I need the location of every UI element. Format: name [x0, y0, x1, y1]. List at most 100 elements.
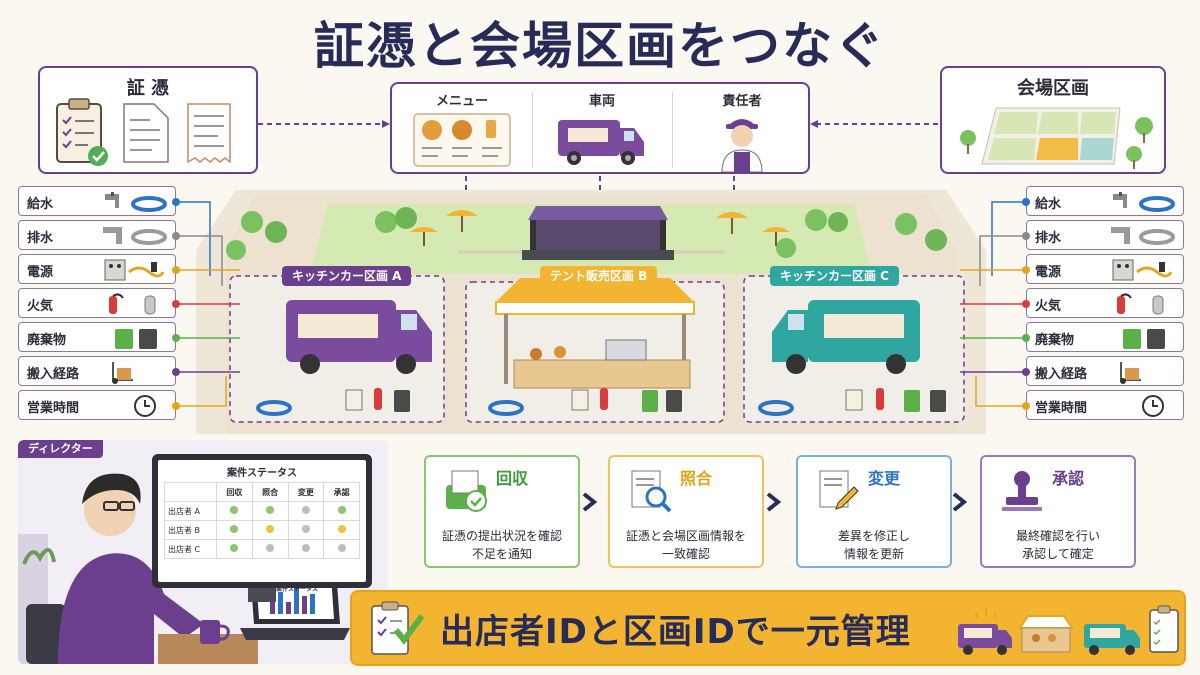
divider [672, 92, 673, 168]
status-column-header: 承認 [323, 482, 360, 502]
status-column-header: 照合 [251, 482, 289, 502]
menu-label: メニュー [435, 94, 488, 109]
step-desc-line: 証憑と会場区画情報を [625, 529, 746, 543]
requirement-fire: 火気 [18, 288, 176, 318]
vendor-info-card: メニュー 車両 責任者 [390, 82, 810, 174]
status-dot [301, 544, 310, 552]
status-cell [216, 539, 253, 559]
requirement-label: 搬入経路 [1035, 367, 1088, 382]
director-tag: ディレクター [18, 440, 103, 458]
status-cell [287, 520, 325, 540]
step-description: 最終確認を行い承認して確定 [982, 527, 1134, 563]
requirement-route: 搬入経路 [18, 356, 176, 386]
status-column-header: 変更 [287, 482, 325, 502]
step-collect: 回収 証憑の提出状況を確認不足を通知 [424, 455, 580, 568]
status-header-row: 回収 照合 変更 承認 [164, 482, 360, 502]
market-tent-icon [1018, 615, 1074, 653]
menu-board-icon [413, 113, 511, 167]
status-corner [164, 482, 217, 502]
step-desc-line: 証憑の提出状況を確認 [441, 529, 562, 543]
manager-label: 責任者 [722, 94, 762, 109]
clipboard-check-icon [371, 601, 425, 655]
step-name: 回収 [496, 469, 529, 488]
edit-document-icon [819, 470, 859, 510]
side-connectors [172, 198, 1030, 410]
documents-label: 証 憑 [126, 78, 170, 99]
status-dot [266, 525, 275, 533]
parasol-table-icons [410, 210, 790, 246]
requirement-label: 給水 [1035, 197, 1062, 212]
venue-lot-map-icon [960, 107, 1153, 169]
step-desc-line: 不足を通知 [471, 547, 532, 561]
hand-truck-icon [1120, 362, 1141, 384]
step-update: 変更 差異を修正し情報を更新 [796, 455, 952, 568]
requirement-power: 電源 [18, 254, 176, 284]
status-cell [323, 501, 360, 521]
power-panel-plug-icon [1112, 259, 1173, 281]
zone-c-label: キッチンカー区画 C [770, 266, 899, 286]
requirement-label: 火気 [1035, 299, 1062, 314]
requirement-water: 給水 [1026, 186, 1184, 216]
page-title: 証憑と会場区画をつなぐ [314, 17, 886, 75]
status-cell [251, 501, 289, 521]
status-dot [301, 506, 310, 514]
requirement-waste: 廃棄物 [18, 322, 176, 352]
status-cell [323, 539, 360, 559]
step-desc-line: 情報を更新 [843, 547, 904, 561]
status-cell [216, 501, 253, 521]
banner-text: 出店者IDと区画IDで一元管理 [440, 612, 911, 652]
requirement-water: 給水 [18, 186, 176, 216]
summary-banner: 出店者IDと区画IDで一元管理 [350, 590, 1186, 666]
requirement-label: 営業時間 [1035, 401, 1088, 416]
step-name: 照合 [680, 469, 713, 488]
status-dot [337, 506, 346, 514]
manager-column: 責任者 [672, 84, 812, 172]
requirement-drain: 排水 [1026, 220, 1184, 250]
status-row-label: 出店者 A [164, 501, 217, 521]
mug-icon [200, 620, 230, 644]
requirement-waste: 廃棄物 [1026, 322, 1184, 352]
status-row: 出店者 C [164, 539, 360, 559]
step-description: 差異を修正し情報を更新 [798, 527, 950, 563]
step-verify: 照合 証憑と会場区画情報を一致確認 [608, 455, 764, 568]
extinguisher-gas-icon [1117, 293, 1164, 315]
step-approve: 承認 最終確認を行い承認して確定 [980, 455, 1136, 568]
status-dot [301, 525, 310, 533]
requirement-label: 廃棄物 [27, 333, 67, 348]
status-cell [251, 520, 289, 540]
status-dot [230, 506, 239, 514]
status-cell [323, 520, 360, 540]
status-dot [337, 544, 346, 552]
document-icon [123, 103, 169, 163]
status-row-label: 出店者 C [164, 539, 217, 559]
status-dot [337, 525, 346, 533]
trash-bins-icon [115, 329, 157, 349]
drain-pipe-icon [103, 227, 167, 245]
faucet-hose-icon [1113, 192, 1175, 212]
status-cell [216, 520, 253, 540]
tree-icons [226, 207, 947, 260]
venue-map [196, 190, 986, 434]
status-row: 出店者 B [164, 520, 360, 540]
status-dot [266, 506, 275, 514]
step-description: 証憑と会場区画情報を一致確認 [610, 527, 762, 563]
vehicle-column: 車両 [532, 84, 672, 172]
divider [532, 92, 533, 168]
tray-check-icon [446, 470, 487, 512]
venue-label: 会場区画 [1017, 78, 1089, 99]
stamp-icon [1002, 471, 1042, 511]
step-description: 証憑の提出状況を確認不足を通知 [426, 527, 578, 563]
requirement-hours: 営業時間 [18, 390, 176, 420]
requirement-hours: 営業時間 [1026, 390, 1184, 420]
hand-truck-icon [112, 362, 133, 384]
status-dot [230, 525, 239, 533]
requirement-label: 排水 [1035, 231, 1062, 246]
faucet-hose-icon [105, 192, 167, 212]
clock-icon [134, 395, 156, 417]
requirement-label: 電源 [27, 265, 54, 280]
vendor-icons [958, 605, 1179, 655]
extinguisher-gas-icon [109, 293, 156, 315]
menu-column: メニュー [392, 84, 532, 172]
